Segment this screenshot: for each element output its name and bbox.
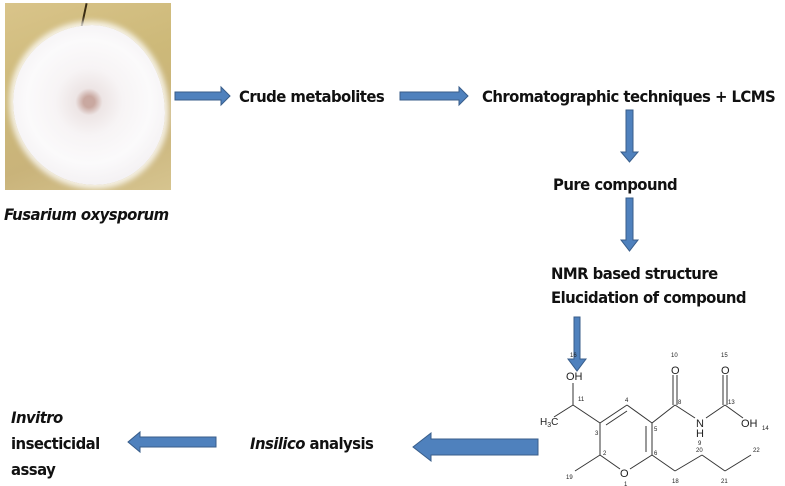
arrow-down-2 xyxy=(619,197,640,252)
bond-c3-c4 xyxy=(599,404,628,424)
mycelium-colony xyxy=(13,25,165,185)
bond-c4-c5 xyxy=(626,404,653,424)
atom-o15: O xyxy=(721,365,730,377)
step-nmr-line1: NMR based structure xyxy=(551,264,718,283)
num-3: 3 xyxy=(595,431,599,437)
fungal-culture-photo xyxy=(5,3,171,190)
atom-nh-h: H xyxy=(696,428,704,440)
bond-c13-oh xyxy=(724,404,744,419)
step-chromatography: Chromatographic techniques + LCMS xyxy=(482,87,776,106)
bond-o1-c2 xyxy=(599,454,621,470)
bond-n-c13 xyxy=(705,404,726,419)
step-invitro-line3: assay xyxy=(11,460,56,479)
num-4: 4 xyxy=(625,398,629,404)
bond-c6-c18 xyxy=(651,454,676,472)
bond-c8-n xyxy=(674,404,696,419)
num-5: 5 xyxy=(654,427,658,433)
bond-c21-c22 xyxy=(724,454,752,472)
bond-c20-c21 xyxy=(701,454,726,472)
arrow-down-1 xyxy=(619,109,640,163)
insilico-rest: analysis xyxy=(304,434,374,453)
num-10: 10 xyxy=(671,353,678,359)
atom-o10: O xyxy=(671,365,680,377)
bond-c2-c19 xyxy=(574,454,601,472)
step-nmr-line2: Elucidation of compound xyxy=(551,288,747,307)
step-insilico: Insilico analysis xyxy=(250,434,374,453)
num-1: 1 xyxy=(624,482,628,486)
num-14: 14 xyxy=(762,426,769,432)
num-16: 16 xyxy=(570,353,577,359)
num-13: 13 xyxy=(728,400,735,406)
bond-c6-o1 xyxy=(629,454,653,470)
num-9: 9 xyxy=(698,441,702,447)
num-18: 18 xyxy=(672,479,679,485)
insilico-italic: Insilico xyxy=(250,434,305,453)
num-11: 11 xyxy=(578,397,585,403)
bond-c3-c4-double xyxy=(605,410,628,426)
step-pure-compound: Pure compound xyxy=(553,175,678,194)
bond-c11-c12 xyxy=(553,404,574,418)
atom-n: N xyxy=(696,418,704,430)
atom-numbers: 16 11 12 4 3 2 5 6 1 19 10 8 15 13 14 9 … xyxy=(566,353,769,486)
step-invitro-line1: Invitro xyxy=(11,408,63,427)
arrow-left-long xyxy=(412,431,539,463)
structure-labels: OH H3C O O O N H OH 16 11 12 4 3 2 5 6 1… xyxy=(540,353,769,486)
num-21: 21 xyxy=(721,479,728,485)
num-19: 19 xyxy=(566,475,573,481)
arrow-left-short xyxy=(127,430,217,454)
arrow-right-1 xyxy=(174,85,231,107)
atom-oh16: OH xyxy=(566,371,583,383)
arrow-down-3 xyxy=(567,316,587,372)
atom-h3c: H3C xyxy=(540,417,558,429)
bond-c18-c20 xyxy=(674,454,703,472)
bond-c5-c8 xyxy=(651,404,676,424)
num-15: 15 xyxy=(721,353,728,359)
num-20: 20 xyxy=(696,448,703,454)
arrow-right-2 xyxy=(399,85,469,107)
step-invitro-line2: insecticidal xyxy=(11,434,100,453)
chemical-structure: OH H3C O O O N H OH 16 11 12 4 3 2 5 6 1… xyxy=(540,353,769,486)
atom-o-ring: O xyxy=(620,468,629,480)
atom-oh14: OH xyxy=(741,418,758,430)
num-6: 6 xyxy=(654,451,658,457)
num-8: 8 xyxy=(678,400,682,406)
num-2: 2 xyxy=(603,451,607,457)
step-crude-metabolites: Crude metabolites xyxy=(239,87,385,106)
num-22: 22 xyxy=(753,448,760,454)
organism-caption: Fusarium oxysporum xyxy=(4,205,169,224)
structure-bonds xyxy=(553,375,752,472)
bond-c3-c11 xyxy=(572,404,601,424)
